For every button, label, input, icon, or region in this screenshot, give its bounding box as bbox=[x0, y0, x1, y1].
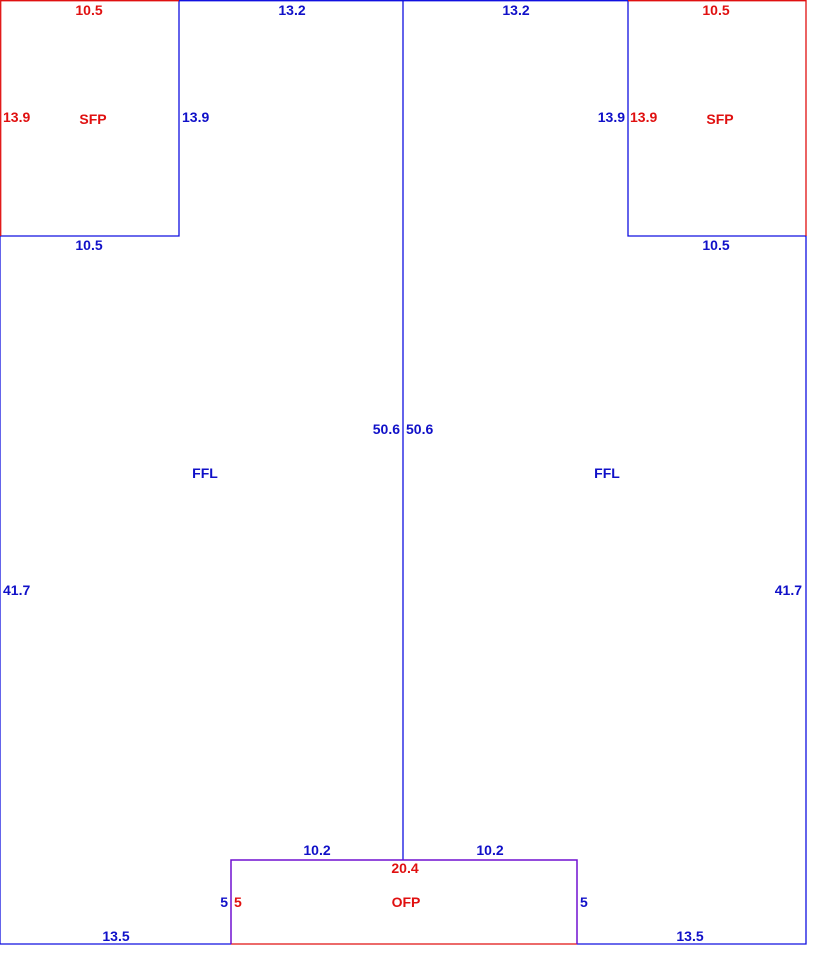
dim-center-left: 50.6 bbox=[373, 421, 400, 437]
ffl-left-label: FFL bbox=[192, 465, 218, 481]
dim-ofp-top-total: 20.4 bbox=[391, 860, 418, 876]
dim-center-right: 50.6 bbox=[406, 421, 433, 437]
dim-ofp-top-right: 10.2 bbox=[476, 842, 503, 858]
sfp-right-label: SFP bbox=[706, 111, 733, 127]
dim-top-left: 13.2 bbox=[278, 2, 305, 18]
ofp-shared-edges bbox=[230, 859, 578, 944]
dim-sfp-left-left: 13.9 bbox=[3, 109, 30, 125]
dim-sfp-left-top: 10.5 bbox=[75, 2, 102, 18]
dim-right-side: 41.7 bbox=[775, 582, 802, 598]
dim-sfp-right-bottom: 10.5 bbox=[702, 237, 729, 253]
dim-top-right: 13.2 bbox=[502, 2, 529, 18]
dim-sfp-right-left-red: 13.9 bbox=[630, 109, 657, 125]
dim-ofp-left-blue: 5 bbox=[220, 894, 228, 910]
ofp-label: OFP bbox=[392, 894, 421, 910]
sfp-right-outline bbox=[628, 0, 807, 236]
dim-bottom-right: 13.5 bbox=[676, 928, 703, 944]
dim-sfp-right-top: 10.5 bbox=[702, 2, 729, 18]
dim-sfp-left-bottom: 10.5 bbox=[75, 237, 102, 253]
dim-sfp-right-left-blue: 13.9 bbox=[598, 109, 625, 125]
dim-ofp-right: 5 bbox=[580, 894, 588, 910]
dim-ofp-left-red: 5 bbox=[234, 894, 242, 910]
dim-left-side: 41.7 bbox=[3, 582, 30, 598]
sfp-left-outline bbox=[0, 0, 179, 236]
ffl-right-label: FFL bbox=[594, 465, 620, 481]
dim-sfp-left-right: 13.9 bbox=[182, 109, 209, 125]
ffl-left-outline bbox=[0, 0, 231, 945]
sfp-left-label: SFP bbox=[79, 111, 106, 127]
ffl-outline bbox=[0, 0, 807, 945]
dim-ofp-top-left: 10.2 bbox=[303, 842, 330, 858]
dim-bottom-left: 13.5 bbox=[102, 928, 129, 944]
